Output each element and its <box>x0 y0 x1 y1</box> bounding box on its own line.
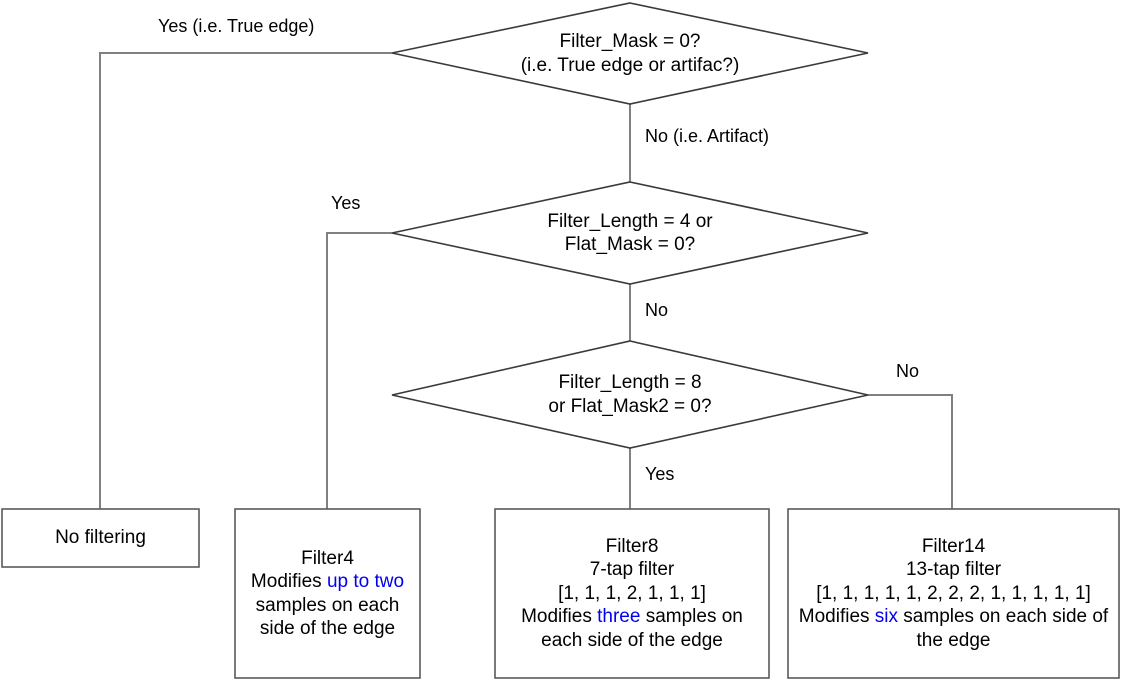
edge-label-yes-filter8: Yes <box>645 464 675 484</box>
edge-label-yes-true-edge: Yes (i.e. True edge) <box>158 16 315 36</box>
decision-filter-mask[interactable] <box>391 2 869 105</box>
connector-no-filter14 <box>868 394 953 509</box>
box-filter14[interactable] <box>787 508 1120 679</box>
connector-yes-filter4 <box>326 232 392 509</box>
box-filter4[interactable] <box>234 508 421 679</box>
decision-filter-length-4[interactable] <box>391 181 869 285</box>
connector-yes-true-edge <box>99 52 392 509</box>
box-no-filtering[interactable] <box>1 508 200 568</box>
edge-label-no-to-filter8-check: No <box>645 300 669 320</box>
edge-label-no-filter14: No <box>896 361 920 381</box>
edge-label-yes-filter4: Yes <box>331 193 361 213</box>
box-filter8[interactable] <box>494 508 770 679</box>
edge-label-no-artifact: No (i.e. Artifact) <box>645 126 770 146</box>
decision-filter-length-8[interactable] <box>391 340 869 449</box>
